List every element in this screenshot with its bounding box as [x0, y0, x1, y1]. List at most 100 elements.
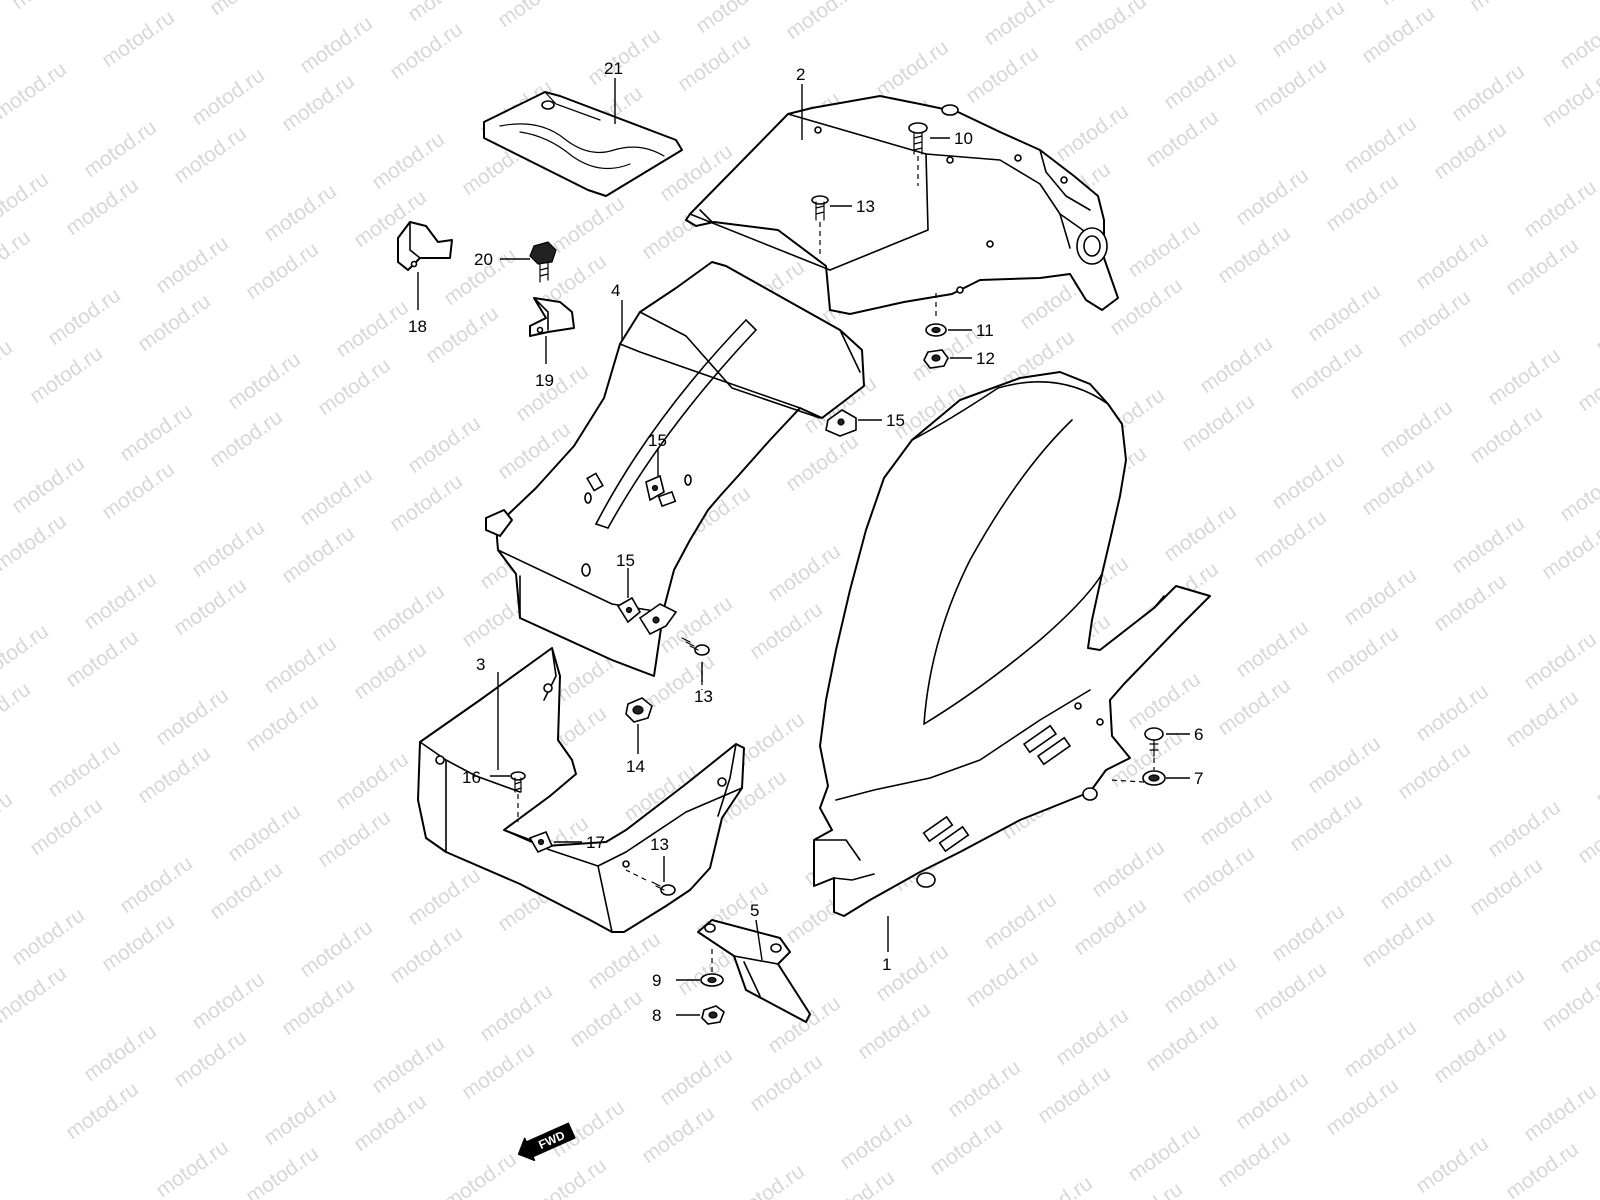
watermark-text: motod.ru	[1250, 506, 1331, 572]
watermark-text: motod.ru	[1322, 622, 1403, 688]
watermark-text: motod.ru	[1178, 390, 1259, 456]
watermark-text: motod.ru	[0, 962, 71, 1028]
watermark-text: motod.ru	[1286, 338, 1367, 404]
callout-2: 2	[796, 65, 805, 84]
watermark-text: motod.ru	[296, 464, 377, 530]
watermark-text: motod.ru	[1484, 796, 1565, 862]
watermark-text: motod.ru	[1070, 894, 1151, 960]
watermark-text: motod.ru	[1592, 744, 1600, 810]
watermark-text: motod.ru	[188, 516, 269, 582]
watermark-text: motod.ru	[206, 858, 287, 924]
watermark-text: motod.ru	[1574, 350, 1600, 416]
watermark-text: motod.ru	[1340, 112, 1421, 178]
watermark-text: motod.ru	[62, 626, 143, 692]
watermark-text: motod.ru	[1124, 668, 1205, 734]
bolt-10	[908, 122, 928, 155]
watermark-text: motod.ru	[1178, 842, 1259, 908]
watermark-text: motod.ru	[1232, 616, 1313, 682]
watermark-text: motod.ru	[1214, 222, 1295, 288]
watermark-text: motod.ru	[170, 122, 251, 188]
watermark-text: motod.ru	[548, 192, 629, 258]
watermark-text: motod.ru	[404, 0, 485, 26]
watermark-text: motod.ru	[296, 916, 377, 982]
watermark-text: motod.ru	[0, 226, 35, 292]
leader-lines	[417, 78, 1190, 1016]
watermark-text: motod.ru	[1358, 454, 1439, 520]
watermark-text: motod.ru	[314, 806, 395, 872]
watermark-text: motod.ru	[1538, 970, 1600, 1036]
watermark-text: motod.ru	[1142, 106, 1223, 172]
watermark-text: motod.ru	[1556, 8, 1600, 74]
callout-12: 12	[976, 349, 995, 368]
watermark-text: motod.ru	[1250, 54, 1331, 120]
watermark-text: motod.ru	[1106, 274, 1187, 340]
watermark-text: motod.ru	[0, 168, 53, 234]
callout-10: 10	[954, 129, 973, 148]
watermark-text: motod.ru	[638, 1102, 719, 1168]
watermark-text: motod.ru	[1268, 448, 1349, 514]
callout-18: 18	[408, 317, 427, 336]
watermark-text: motod.ru	[440, 1148, 521, 1200]
part-21-pad	[483, 91, 683, 197]
watermark-text: motod.ru	[0, 510, 71, 576]
watermark-text: motod.ru	[656, 1044, 737, 1110]
watermark-text: motod.ru	[278, 522, 359, 588]
watermark-text: motod.ru	[224, 348, 305, 414]
watermark-text: motod.ru	[170, 1026, 251, 1092]
callout-13: 13	[856, 197, 875, 216]
watermark-text: motod.ru	[836, 1108, 917, 1174]
watermark-text: motod.ru	[386, 18, 467, 84]
watermark-text: motod.ru	[386, 470, 467, 536]
watermark-text: motod.ru	[818, 1166, 899, 1200]
bolt-16	[510, 771, 526, 793]
watermark-text: motod.ru	[1304, 732, 1385, 798]
watermark-text: motod.ru	[926, 1114, 1007, 1180]
watermark-text: motod.ru	[1502, 234, 1583, 300]
watermark-text: motod.ru	[224, 800, 305, 866]
watermark-text: motod.ru	[1466, 0, 1547, 16]
watermark-text: motod.ru	[278, 70, 359, 136]
watermark-text: motod.ru	[1520, 628, 1600, 694]
callout-14: 14	[626, 757, 645, 776]
watermark-text: motod.ru	[1520, 176, 1600, 242]
watermark-text: motod.ru	[242, 238, 323, 304]
watermark-text: motod.ru	[674, 30, 755, 96]
part-18-clamp	[397, 221, 453, 271]
watermark-text: motod.ru	[746, 598, 827, 664]
part-1-rear-fender	[813, 371, 1211, 917]
watermark-text: motod.ru	[584, 24, 665, 90]
watermark-text: motod.ru	[1340, 564, 1421, 630]
watermark-text: motod.ru	[170, 574, 251, 640]
callout-5: 5	[750, 901, 759, 920]
watermark-text: motod.ru	[242, 690, 323, 756]
watermark-text: motod.ru	[8, 0, 89, 14]
watermark-text: motod.ru	[1430, 570, 1511, 636]
watermark-text: motod.ru	[1196, 784, 1277, 850]
watermark-text: motod.ru	[422, 302, 503, 368]
watermark-text: motod.ru	[1124, 216, 1205, 282]
watermark-text: motod.ru	[368, 1032, 449, 1098]
callout-19: 19	[535, 371, 554, 390]
screw-6	[1144, 727, 1164, 757]
watermark-text: motod.ru	[98, 6, 179, 72]
watermark-text: motod.ru	[476, 980, 557, 1046]
watermark-text: motod.ru	[1556, 460, 1600, 526]
watermark-text: motod.ru	[134, 742, 215, 808]
bolt-8	[701, 1005, 725, 1025]
watermark-text: motod.ru	[296, 12, 377, 78]
watermark-text: motod.ru	[44, 736, 125, 802]
watermark-text: motod.ru	[8, 452, 89, 518]
watermark-text: motod.ru	[1484, 344, 1565, 410]
watermark-text: motod.ru	[728, 1160, 809, 1200]
watermark-text: motod.ru	[188, 64, 269, 130]
watermark-text: motod.ru	[782, 430, 863, 496]
nut-7	[1142, 770, 1166, 786]
watermark-text: motod.ru	[854, 998, 935, 1064]
watermark-text: motod.ru	[1376, 396, 1457, 462]
watermark-text: motod.ru	[530, 1154, 611, 1200]
watermark-text: motod.ru	[368, 580, 449, 646]
watermark-text: motod.ru	[62, 1078, 143, 1144]
watermark-text: motod.ru	[458, 1038, 539, 1104]
watermark-text: motod.ru	[26, 794, 107, 860]
